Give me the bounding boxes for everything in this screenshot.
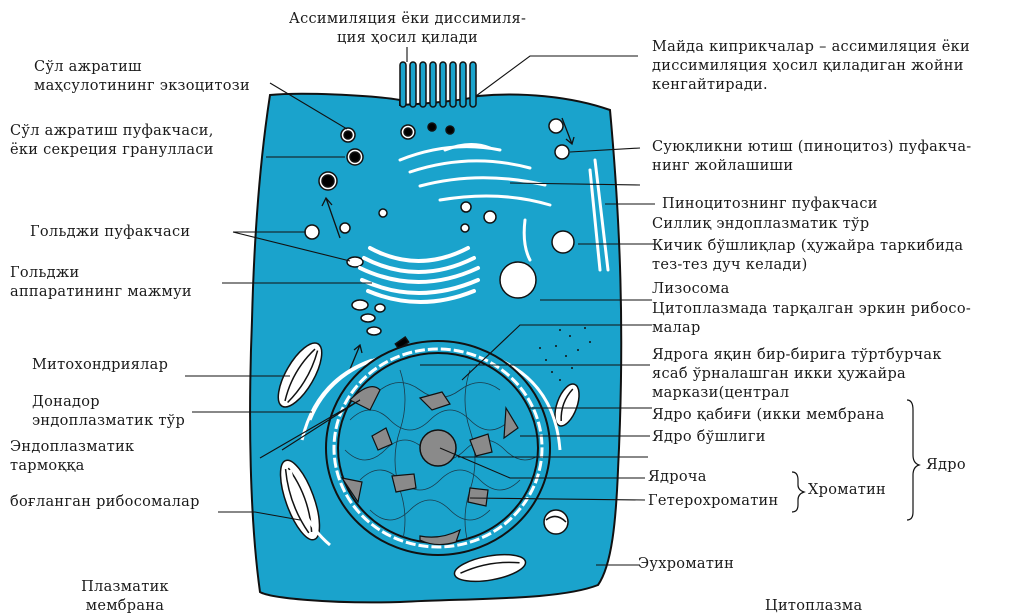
label-line: малар	[652, 319, 971, 338]
label-line: маркази(централ	[652, 384, 942, 403]
label-free-ribosomes: Цитоплазмада тарқалган эркин рибосо- мал…	[652, 300, 971, 338]
label-line: Кичик бўшлиқлар (ҳужайра таркибида	[652, 237, 963, 256]
label-line: Плазматик	[60, 578, 190, 597]
label-pinocytosis-vesicle: Суюқликни ютиш (пиноцитоз) пуфакча- нинг…	[652, 138, 972, 176]
label-cytoplasm: Цитоплазма	[765, 597, 862, 616]
label-line: тармоққа	[10, 457, 134, 476]
label-line: Ядрога яқин бир-бирига тўртбурчак	[652, 346, 942, 365]
label-nucleus: Ядро	[926, 456, 966, 475]
label-smooth-er: Силлиқ эндоплазматик тўр	[652, 215, 869, 234]
label-nucleolus: Ядроча	[648, 468, 707, 487]
label-line: Ассимиляция ёки диссимиля-	[255, 10, 560, 29]
label-line: ёки секреция гранулласи	[10, 141, 214, 160]
label-heterochromatin: Гетерохроматин	[648, 492, 778, 511]
label-bound-ribosomes: боғланган рибосомалар	[10, 493, 200, 512]
label-line: Майда киприкчалар – ассимиляция ёки	[652, 38, 970, 57]
label-euchromatin: Эухроматин	[638, 555, 734, 574]
label-centrioles: Ядрога яқин бир-бирига тўртбурчак ясаб ў…	[652, 346, 942, 403]
label-line: аппаратининг мажмуи	[10, 283, 192, 302]
label-microvilli: Майда киприкчалар – ассимиляция ёки дисс…	[652, 38, 970, 95]
label-line: Гольджи	[10, 264, 192, 283]
label-secretion-vesicle: Сўл ажратиш пуфакчаси, ёки секреция гран…	[10, 122, 214, 160]
label-nuclear-cavity: Ядро бўшлиги	[652, 428, 766, 447]
label-line: Сўл ажратиш пуфакчаси,	[10, 122, 214, 141]
label-rough-er: Донадор эндоплазматик тўр	[32, 393, 185, 431]
nucleus	[326, 341, 550, 555]
label-line: диссимиляция ҳосил қиладиган жойни	[652, 57, 970, 76]
label-line: Суюқликни ютиш (пиноцитоз) пуфакча-	[652, 138, 972, 157]
label-chromatin: Хроматин	[808, 481, 886, 500]
label-top-center: Ассимиляция ёки диссимиля- ция ҳосил қил…	[255, 10, 560, 48]
label-line: Сўл ажратиш	[34, 58, 250, 77]
label-plasma-membrane: Плазматик мембрана	[60, 578, 190, 616]
label-lysosome: Лизосома	[652, 280, 730, 299]
label-line: ция ҳосил қилади	[255, 29, 560, 48]
label-line: Донадор	[32, 393, 185, 412]
label-exocytosis: Сўл ажратиш маҳсулотининг экзоцитози	[34, 58, 250, 96]
microvilli	[400, 62, 476, 107]
label-small-cavities: Кичик бўшлиқлар (ҳужайра таркибида тез-т…	[652, 237, 963, 275]
label-er-network: Эндоплазматик тармоққа	[10, 438, 134, 476]
label-pinocytosis-vesicle2: Пиноцитознинг пуфакчаси	[662, 195, 878, 214]
label-line: кенгайтиради.	[652, 76, 970, 95]
label-line: Эндоплазматик	[10, 438, 134, 457]
label-line: нинг жойлашиши	[652, 157, 972, 176]
label-nuclear-envelope: Ядро қабиғи (икки мембрана	[652, 406, 885, 425]
label-line: мембрана	[60, 597, 190, 616]
label-line: ясаб ўрналашган икки ҳужайра	[652, 365, 942, 384]
label-line: Цитоплазмада тарқалган эркин рибосо-	[652, 300, 971, 319]
label-mitochondria: Митохондриялар	[32, 356, 168, 375]
label-golgi-complex: Гольджи аппаратининг мажмуи	[10, 264, 192, 302]
label-line: маҳсулотининг экзоцитози	[34, 77, 250, 96]
label-line: тез-тез дуч келади)	[652, 256, 963, 275]
label-golgi-vesicle: Гольджи пуфакчаси	[30, 223, 190, 242]
label-line: эндоплазматик тўр	[32, 412, 185, 431]
